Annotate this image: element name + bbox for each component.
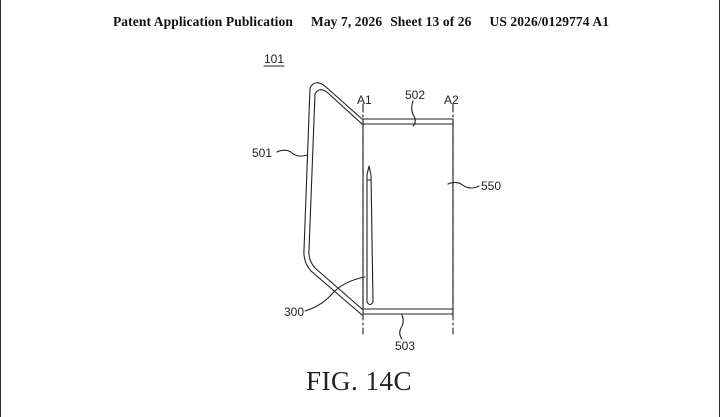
bottom-edge [362, 308, 454, 315]
sheet-number: Sheet 13 of 26 [390, 14, 472, 29]
leader-502 [411, 100, 416, 127]
label-503: 503 [395, 339, 415, 353]
patent-number: US 2026/0129774 A1 [489, 14, 610, 29]
leader-503 [399, 314, 404, 340]
label-550: 550 [481, 179, 501, 193]
label-101: 101 [264, 52, 284, 66]
label-501: 501 [252, 146, 272, 160]
label-a2: A2 [444, 93, 459, 107]
stylus-pen [366, 165, 374, 306]
leader-501 [276, 149, 308, 157]
left-panel-inner-outline [308, 89, 363, 310]
publication-date: May 7, 2026 [310, 14, 383, 29]
right-panel [362, 118, 454, 310]
label-502: 502 [405, 88, 425, 102]
figure-caption: FIG. 14C [306, 366, 412, 396]
left-panel-outline [303, 82, 363, 316]
leader-300 [304, 276, 366, 312]
leader-550 [447, 181, 480, 189]
sheet-header: Patent Application Publication May 7, 202… [1, 14, 720, 30]
label-a1: A1 [357, 93, 372, 107]
publication-title: Patent Application Publication [112, 14, 293, 29]
label-300: 300 [284, 305, 304, 319]
